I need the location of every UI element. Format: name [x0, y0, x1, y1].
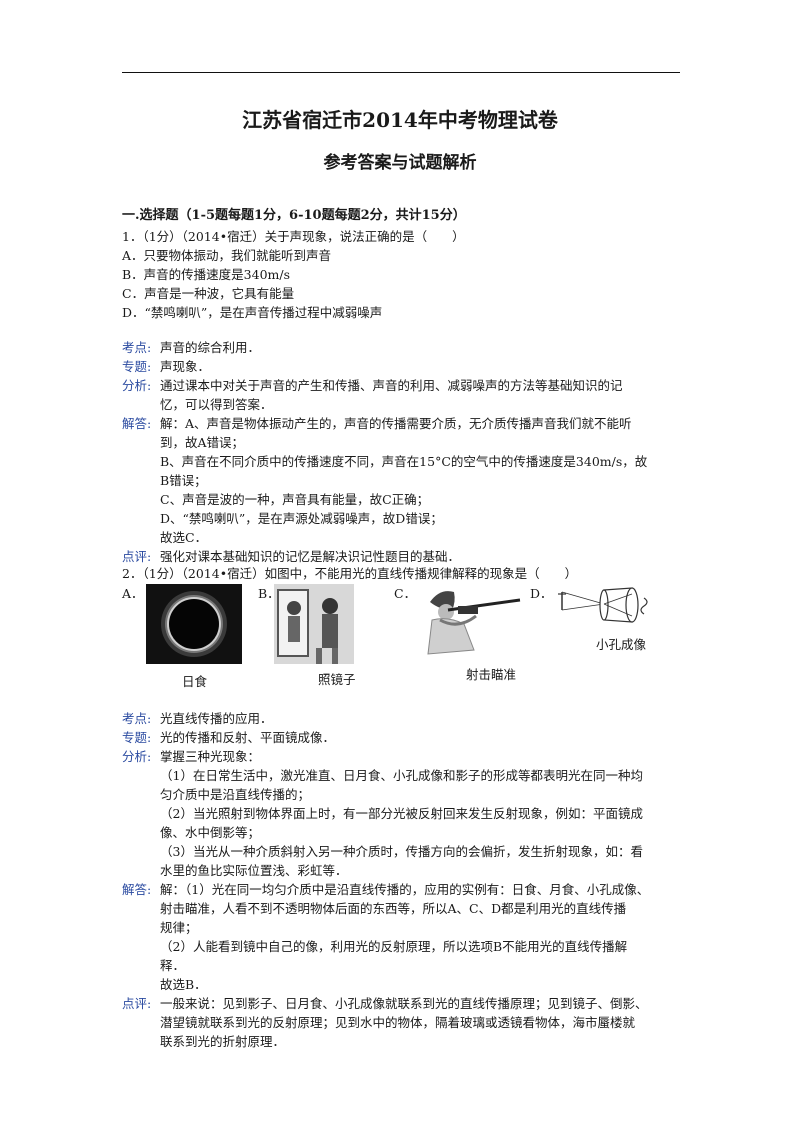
solar-eclipse-image: [146, 584, 242, 664]
q1-fenxi-line: 忆，可以得到答案．: [160, 397, 273, 412]
q2-dianping-label: 点评:: [122, 996, 152, 1011]
q2-fenxi-label: 分析:: [122, 749, 152, 764]
q2-fenxi-line: 像、水中倒影等；: [160, 825, 261, 840]
q2-jieda-line: 故选B．: [160, 977, 207, 992]
q2-fenxi-line: 掌握三种光现象：: [160, 749, 261, 764]
q1-fenxi-line: 通过课本中对关于声音的产生和传播、声音的利用、减弱噪声的方法等基础知识的记: [160, 378, 623, 393]
q1-dianping: 强化对课本基础知识的记忆是解决识记性题目的基础．: [160, 549, 461, 564]
q1-dianping-label: 点评:: [122, 549, 152, 564]
top-rule: [122, 72, 680, 73]
q2-fenxi-line: 匀介质中是沿直线传播的；: [160, 787, 311, 802]
q2-jieda-line: 释．: [160, 958, 186, 973]
q2-jieda-line: 解：（1）光在同一均匀介质中是沿直线传播的，应用的实例有：日食、月食、小孔成像、: [160, 882, 650, 897]
q2-dianping-line: 潜望镜就联系到光的反射原理；见到水中的物体，隔着玻璃或透镜看物体，海市蜃楼就: [160, 1015, 636, 1030]
q1-kaodian: 声音的综合利用．: [160, 340, 261, 355]
section-heading: 一.选择题（1-5题每题1分，6-10题每题2分，共计15分）: [122, 208, 466, 223]
q1-option-a: A．只要物体振动，我们就能听到声音: [122, 248, 332, 263]
q1-option-c: C．声音是一种波，它具有能量: [122, 286, 295, 301]
q1-kaodian-label: 考点:: [122, 340, 152, 355]
q2-kaodian: 光直线传播的应用．: [160, 711, 273, 726]
q2-option-d-caption: 小孔成像: [596, 637, 647, 652]
q2-kaodian-label: 考点:: [122, 711, 152, 726]
pinhole-camera-image: [558, 587, 648, 623]
q2-fenxi-line: （3）当光从一种介质斜射入另一种介质时，传播方向的会偏折，发生折射现象，如：看: [160, 844, 643, 859]
q2-option-b-caption: 照镜子: [318, 672, 356, 687]
q2-zhuanti: 光的传播和反射、平面镜成像．: [160, 730, 336, 745]
mirror-image: [274, 584, 354, 664]
page-subtitle: 参考答案与试题解析: [323, 153, 477, 173]
page-title: 江苏省宿迁市2014年中考物理试卷: [242, 108, 558, 132]
q1-zhuanti: 声现象．: [160, 359, 211, 374]
q1-jieda-line: D、“禁鸣喇叭”，是在声源处减弱噪声，故D错误；: [160, 511, 443, 526]
q1-jieda-line: B错误；: [160, 473, 207, 488]
q1-jieda-line: 到，故A错误；: [160, 435, 245, 450]
q2-zhuanti-label: 专题:: [122, 730, 152, 745]
shooting-aim-image: [418, 580, 522, 658]
q2-jieda-line: （2）人能看到镜中自己的像，利用光的反射原理，所以选项B不能用光的直线传播解: [160, 939, 628, 954]
q2-jieda-label: 解答:: [122, 882, 152, 897]
q2-option-a-caption: 日食: [182, 674, 208, 689]
q2-option-d-letter: D．: [530, 586, 553, 601]
q2-dianping-line: 一般来说：见到影子、日月食、小孔成像就联系到光的直线传播原理；见到镜子、倒影、: [160, 996, 648, 1011]
q1-fenxi-label: 分析:: [122, 378, 152, 393]
q2-option-a-letter: A．: [122, 586, 144, 601]
q1-jieda-label: 解答:: [122, 416, 152, 431]
q2-jieda-line: 射击瞄准，人看不到不透明物体后面的东西等，所以A、C、D都是利用光的直线传播: [160, 901, 627, 916]
q2-stem: 2．（1分）（2014•宿迁）如图中，不能用光的直线传播规律解释的现象是（ ）: [122, 566, 578, 581]
q1-stem: 1．（1分）（2014•宿迁）关于声现象，说法正确的是（ ）: [122, 229, 465, 244]
q2-option-c-letter: C．: [394, 586, 417, 601]
q2-fenxi-line: （2）当光照射到物体界面上时，有一部分光被反射回来发生反射现象，例如：平面镜成: [160, 806, 643, 821]
q2-option-c-caption: 射击瞄准: [466, 667, 517, 682]
q2-dianping-line: 联系到光的折射原理．: [160, 1034, 286, 1049]
q1-option-d: D．“禁鸣喇叭”，是在声音传播过程中减弱噪声: [122, 305, 383, 320]
q1-jieda-line: 故选C．: [160, 530, 208, 545]
q1-jieda-line: 解：A、声音是物体振动产生的，声音的传播需要介质，无介质传播声音我们就不能听: [160, 416, 632, 431]
q1-jieda-line: C、声音是波的一种，声音具有能量，故C正确；: [160, 492, 430, 507]
q1-jieda-line: B、声音在不同介质中的传播速度不同，声音在15°C的空气中的传播速度是340m/…: [160, 454, 648, 469]
q1-option-b: B．声音的传播速度是340m/s: [122, 267, 291, 282]
q2-jieda-line: 规律；: [160, 920, 198, 935]
q2-fenxi-line: 水里的鱼比实际位置浅、彩虹等．: [160, 863, 348, 878]
q1-zhuanti-label: 专题:: [122, 359, 152, 374]
q2-fenxi-line: （1）在日常生活中，激光准直、日月食、小孔成像和影子的形成等都表明光在同一种均: [160, 768, 643, 783]
